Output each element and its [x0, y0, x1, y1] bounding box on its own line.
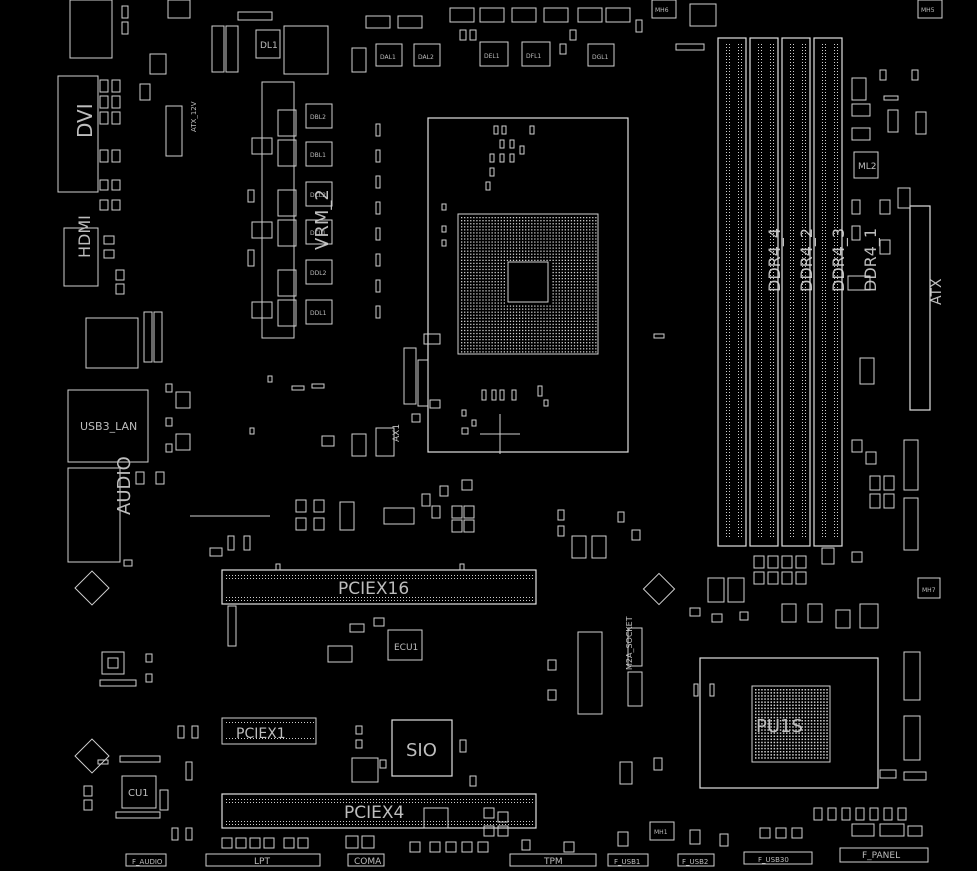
dcl2-label: DCL2 — [310, 192, 326, 199]
atx-12v-connector — [165, 105, 183, 157]
m2a-socket — [577, 631, 603, 715]
f-usb2-label: F_USB2 — [682, 858, 708, 866]
mh1-label: MH1 — [654, 829, 668, 836]
f-usb30-label: F_USB30 — [758, 856, 789, 864]
audio-connector — [67, 467, 121, 563]
f-usb1-label: F_USB1 — [614, 858, 640, 866]
audio-label: AUDIO — [114, 456, 135, 515]
dl1-inductor — [255, 29, 281, 59]
ddr4-3-label: DDR4_3 — [829, 228, 849, 292]
bottom-headers: F_AUDIO LPT COMA TPM F_USB1 F_USB2 F_USB… — [125, 827, 929, 867]
chipset-area: SIO ECU1 CU1 — [115, 617, 509, 837]
cpu-socket — [427, 117, 665, 454]
right-edge: ATX ML2 MH7 — [821, 69, 945, 781]
dimm-pin-rows — [726, 44, 838, 537]
ddr4-1-label: DDR4_1 — [861, 228, 881, 292]
f-panel-label: F_PANEL — [862, 851, 900, 861]
dvi-connector — [57, 75, 99, 193]
mh6-label: MH6 — [655, 7, 669, 14]
pciex16-slot — [221, 569, 537, 605]
pcie-slots: PCIEX16 PCIEX1 PCIEX4 — [190, 479, 537, 829]
ddr4-slot-4 — [717, 37, 747, 547]
dcl1-label: DCL1 — [310, 230, 326, 237]
sio-chip — [391, 719, 453, 777]
ddr4-slots: DDR4_4 DDR4_2 DDR4_3 DDR4_1 — [689, 37, 881, 623]
left-passives — [83, 5, 251, 811]
cu1-label: CU1 — [128, 788, 149, 799]
usb3-lan-connector — [67, 389, 149, 463]
f-usb30-header — [743, 851, 813, 865]
f-panel-header — [839, 847, 929, 863]
f-audio-label: F_AUDIO — [132, 858, 163, 866]
dl1-label: DL1 — [260, 41, 278, 51]
vrm-area: DL1 VRM_2 DBL2 DBL1 DCL2 DCL1 DDL2 DDL1 — [211, 11, 381, 435]
pch-pin-grid — [755, 689, 828, 759]
coma-header — [347, 853, 385, 867]
ax1-label: AX1 — [392, 424, 402, 442]
pciex1-label: PCIEX1 — [236, 726, 286, 742]
pch-chip — [699, 657, 879, 789]
f-usb2-header — [677, 853, 715, 867]
ddl1-label: DDL1 — [310, 310, 327, 317]
ddr4-slot-1 — [813, 37, 843, 547]
dbl2-label: DBL2 — [310, 114, 326, 121]
top-components: DAL1 DAL2 DEL1 DFL1 DGL1 MH6 MH5 — [351, 0, 943, 73]
ml2-chip — [853, 151, 879, 179]
pciex1-slot — [221, 717, 317, 745]
pciex4-slot — [221, 793, 537, 829]
mh5-label: MH5 — [921, 7, 935, 14]
hdmi-connector — [63, 227, 99, 287]
m2a-socket-label: M2A_SOCKET — [625, 616, 634, 670]
ddr4-slot-3 — [781, 37, 811, 547]
lan-chip — [85, 317, 139, 369]
tpm-label: TPM — [543, 857, 563, 867]
ml2-label: ML2 — [858, 162, 877, 172]
hdmi-label: HDMI — [75, 215, 94, 258]
dfl1-label: DFL1 — [526, 53, 541, 60]
cu1-chip — [121, 775, 157, 809]
dgl1-label: DGL1 — [592, 54, 609, 61]
usb3-lan-label: USB3_LAN — [80, 420, 137, 433]
rear-io-column: DVI HDMI USB3_LAN AUDIO — [57, 0, 149, 774]
mh7-label: MH7 — [922, 587, 936, 594]
dvi-label: DVI — [73, 103, 97, 138]
dal1-label: DAL1 — [380, 54, 396, 61]
m2-pch-area: M2A_SOCKET PU1S MH1 — [547, 509, 923, 847]
ddl2-label: DDL2 — [310, 270, 327, 277]
ax1-component — [375, 427, 395, 457]
tpm-header — [509, 853, 597, 867]
ddr4-slot-2 — [749, 37, 779, 547]
pciex16-label: PCIEX16 — [338, 579, 409, 599]
atx-power-connector — [909, 205, 931, 411]
atx-12v-label: ATX_12V — [190, 101, 198, 132]
pcie-pins — [226, 575, 533, 825]
cpu-pin-grid — [461, 217, 597, 353]
ecu1-label: ECU1 — [394, 643, 418, 653]
lpt-header — [205, 853, 321, 867]
lpt-label: LPT — [254, 857, 270, 867]
ecu1-chip — [387, 629, 423, 661]
pch-label: PU1S — [756, 716, 803, 737]
pciex4-label: PCIEX4 — [344, 803, 404, 823]
f-usb1-header — [607, 853, 649, 867]
coma-label: COMA — [354, 857, 382, 867]
dal2-label: DAL2 — [418, 54, 434, 61]
f-audio-header — [125, 853, 167, 867]
dbl1-label: DBL1 — [310, 152, 326, 159]
atx-label: ATX — [929, 278, 945, 305]
sio-label: SIO — [406, 740, 437, 761]
del1-label: DEL1 — [484, 53, 500, 60]
